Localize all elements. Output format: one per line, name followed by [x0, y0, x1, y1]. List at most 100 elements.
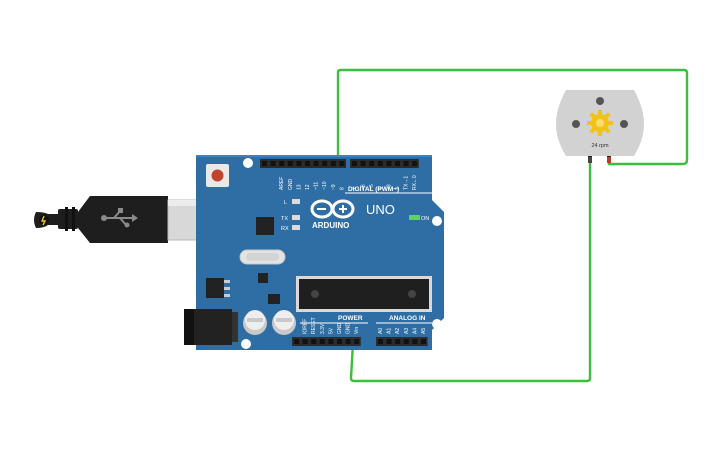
svg-text:TX: TX: [281, 216, 288, 222]
header-pin[interactable]: [262, 161, 267, 166]
small-chip: [258, 273, 268, 283]
power-header-label: POWER: [338, 315, 363, 322]
led-on: ON: [409, 215, 429, 222]
svg-text:L: L: [284, 200, 287, 206]
atmega-microcontroller: [296, 276, 432, 312]
pin-label: A3: [404, 328, 410, 334]
pin-label: A2: [395, 328, 401, 334]
digital-header-label: DIGITAL (PWM~): [348, 186, 399, 193]
power-pin-header[interactable]: [292, 337, 361, 346]
pin-label: 13: [296, 184, 302, 190]
gear-icon: [587, 110, 613, 136]
header-pin[interactable]: [412, 161, 418, 166]
mounting-hole: [432, 319, 442, 329]
header-pin[interactable]: [302, 339, 308, 344]
usb-chip: [256, 217, 274, 235]
header-pin[interactable]: [403, 339, 409, 344]
pin-label: ~3: [386, 184, 392, 190]
header-pin[interactable]: [395, 161, 400, 166]
capacitor: [243, 310, 267, 335]
arduino-infinity-icon: [310, 199, 355, 219]
header-pin[interactable]: [330, 161, 336, 166]
regulator: [206, 278, 224, 298]
header-pin[interactable]: [322, 161, 328, 166]
led-rx: RX: [281, 225, 300, 232]
pin-label: 2: [395, 187, 401, 190]
header-pin[interactable]: [319, 339, 325, 344]
header-pin[interactable]: [395, 339, 401, 344]
pin-label: 7: [352, 187, 358, 190]
header-pin[interactable]: [412, 339, 418, 344]
header-pin[interactable]: [354, 339, 360, 344]
header-pin[interactable]: [294, 339, 299, 344]
usb-icon: [101, 208, 138, 228]
pin-label: 8: [339, 187, 345, 190]
header-pin[interactable]: [403, 161, 409, 166]
pin-label: 3.3V: [320, 323, 326, 334]
header-pin[interactable]: [345, 339, 351, 344]
svg-text:ON: ON: [421, 216, 429, 222]
analog-header-label: ANALOG IN: [389, 315, 426, 322]
reset-button[interactable]: [206, 164, 229, 187]
header-pin[interactable]: [337, 339, 342, 344]
header-pin[interactable]: [377, 161, 383, 166]
pin-label: RX←0: [412, 175, 418, 190]
header-pin[interactable]: [386, 339, 392, 344]
pin-label: ~6: [361, 184, 367, 190]
capacitor: [272, 310, 296, 335]
wire-pin9-to-motor[interactable]: [336, 68, 689, 166]
header-pin[interactable]: [270, 161, 276, 166]
usb-warning-icon: [39, 215, 49, 226]
header-pin[interactable]: [287, 161, 293, 166]
header-pin[interactable]: [328, 339, 334, 344]
analog-pin-header[interactable]: [376, 337, 428, 346]
header-pin[interactable]: [369, 161, 375, 166]
mounting-hole: [243, 158, 253, 168]
header-pin[interactable]: [296, 161, 302, 166]
model-label: UNO: [366, 202, 395, 217]
led-tx: TX: [281, 215, 300, 222]
header-pin[interactable]: [305, 161, 310, 166]
motor-speed-label: 24 rpm: [591, 143, 609, 149]
header-pin[interactable]: [311, 339, 317, 344]
pin-label: RESET: [311, 317, 317, 334]
mounting-hole: [241, 339, 251, 349]
header-pin[interactable]: [421, 339, 426, 344]
header-pin[interactable]: [339, 161, 345, 166]
header-pin[interactable]: [313, 161, 319, 166]
header-pin[interactable]: [360, 161, 366, 166]
digital-pin-header[interactable]: [260, 159, 419, 168]
pin-label: 4: [378, 187, 384, 190]
pin-label: 12: [305, 184, 311, 190]
dc-motor[interactable]: 24 rpm: [556, 90, 644, 163]
pin-label: GND: [337, 323, 343, 335]
pin-label: A5: [421, 328, 427, 334]
pin-label: A0: [378, 328, 384, 334]
pin-label: IOREF: [303, 319, 309, 334]
pin-label: AREF: [279, 177, 285, 190]
transistor-chip: [268, 294, 280, 304]
crystal-oscillator: [239, 249, 286, 265]
led-l: L: [284, 199, 300, 206]
pin-label: GND: [346, 323, 352, 335]
pin-label: ~5: [369, 184, 375, 190]
mounting-hole: [432, 216, 442, 226]
pin-label: TX→1: [404, 176, 410, 190]
pin-label: ~10: [322, 181, 328, 190]
pin-label: A4: [412, 328, 418, 334]
header-pin[interactable]: [378, 339, 383, 344]
header-pin[interactable]: [352, 161, 357, 166]
wire-gnd-to-motor[interactable]: [349, 150, 592, 383]
brand-label: ARDUINO: [312, 221, 349, 230]
header-pin[interactable]: [386, 161, 392, 166]
pin-label: 5V: [328, 327, 334, 334]
header-pin[interactable]: [279, 161, 285, 166]
pin-label: GND: [288, 179, 294, 191]
pin-label: ~9: [331, 184, 337, 190]
dc-power-jack[interactable]: [184, 309, 238, 345]
